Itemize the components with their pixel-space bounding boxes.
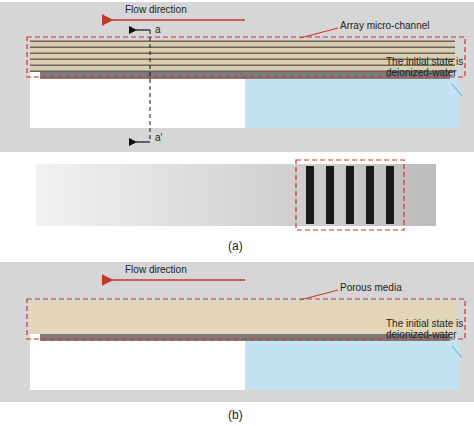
panel-ground xyxy=(0,2,474,152)
water-block xyxy=(245,72,460,128)
channel-bar xyxy=(346,166,354,224)
section-arrow xyxy=(136,141,150,142)
leader-line xyxy=(452,84,462,96)
note-label: The initial state is deionized-water xyxy=(386,318,470,340)
flow-arrow xyxy=(112,279,245,281)
white-block xyxy=(30,334,245,390)
flow-arrow xyxy=(112,19,245,21)
section-mark: a xyxy=(155,24,161,35)
leader-line xyxy=(452,346,462,358)
section-arrow xyxy=(136,29,150,30)
white-block xyxy=(30,72,245,128)
channel-bars xyxy=(306,166,394,224)
leader-line xyxy=(300,28,338,38)
flow-label: Flow direction xyxy=(125,264,187,275)
channel-bar xyxy=(306,166,314,224)
channel-bar xyxy=(386,166,394,224)
section-line xyxy=(150,30,151,142)
panel-tag: (b) xyxy=(228,408,243,422)
channel-bar xyxy=(366,166,374,224)
channel-bar xyxy=(326,166,334,224)
flow-label: Flow direction xyxy=(125,4,187,15)
highlight-box xyxy=(296,160,404,230)
note-label: The initial state is deionized-water xyxy=(386,56,470,78)
panel-tag: (a) xyxy=(228,239,243,253)
panel-ground xyxy=(0,262,474,402)
section-mark: a′ xyxy=(155,132,162,143)
water-block xyxy=(245,334,460,390)
section-view xyxy=(36,164,436,226)
leader-line xyxy=(300,290,338,300)
part-label: Array micro-channel xyxy=(340,20,429,31)
part-label: Porous media xyxy=(340,282,402,293)
